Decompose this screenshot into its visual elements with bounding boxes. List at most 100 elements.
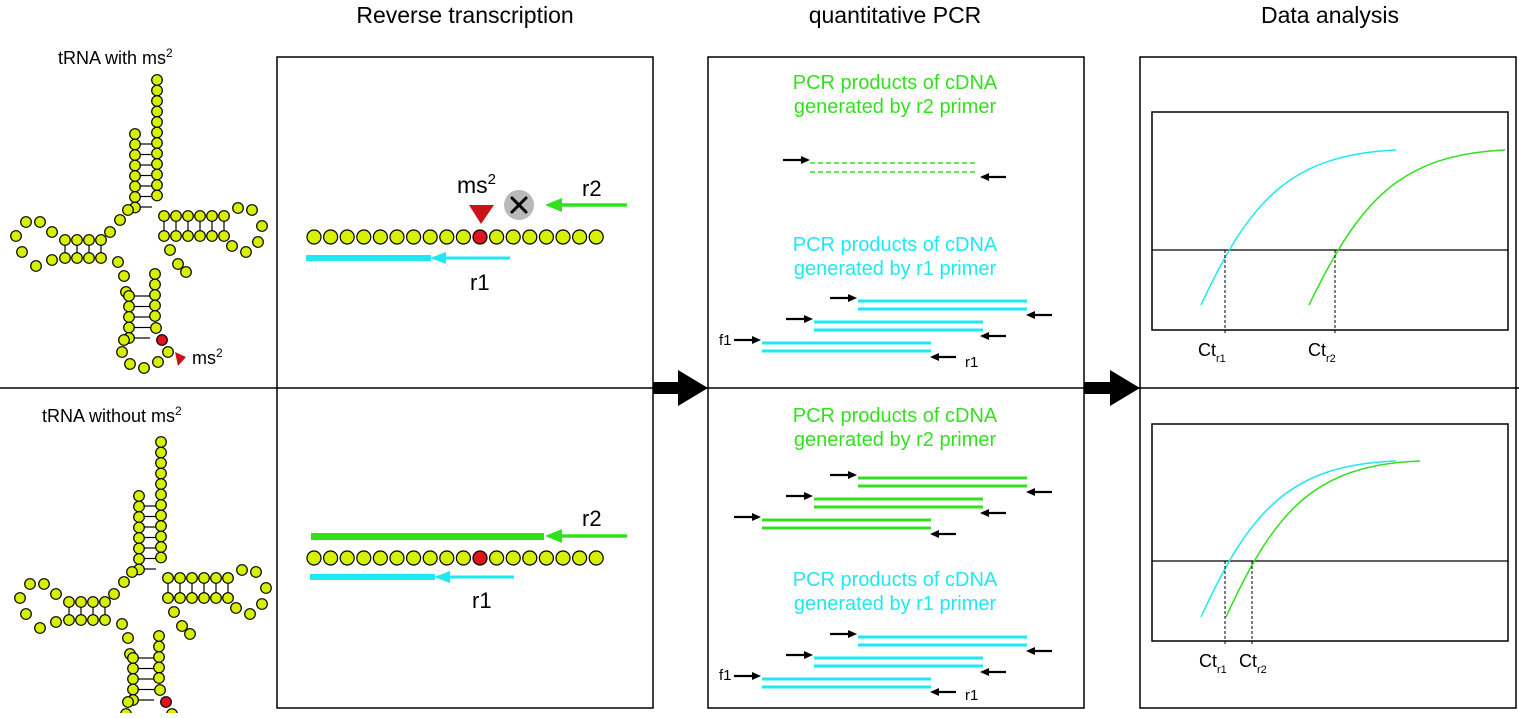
r2-products-truncated (810, 162, 978, 173)
nucleotide-bead (168, 606, 180, 618)
primer-arrowhead-icon (752, 336, 761, 344)
nucleotide-bead (10, 230, 22, 242)
nucleotide-bead (153, 630, 165, 642)
trna-modification-label: ms2 (192, 346, 223, 368)
trna-with-label: tRNA with ms2 (58, 46, 173, 68)
nucleotide-bead (232, 202, 244, 214)
nucleotide-bead (306, 550, 322, 566)
nucleotide-bead (155, 436, 167, 448)
nucleotide-bead (38, 578, 50, 590)
nucleotide-bead (129, 128, 141, 140)
nucleotide-bead (124, 358, 136, 370)
trna-with-ms2 (10, 74, 268, 374)
flow-arrow-icon (1084, 370, 1140, 406)
nucleotide-bead (155, 541, 167, 553)
nucleotide-bead (158, 210, 170, 222)
nucleotide-bead (155, 446, 167, 459)
nucleotide-bead (356, 229, 372, 245)
r2-products-bottom (762, 476, 1027, 530)
nucleotide-bead (155, 499, 167, 511)
nucleotide-bead (149, 310, 161, 322)
nucleotide-bead (339, 550, 355, 566)
nucleotide-bead (151, 189, 163, 202)
nucleotide-bead (198, 592, 210, 604)
nucleotide-bead (455, 229, 471, 245)
nucleotide-bead (588, 550, 604, 566)
nucleotide-bead (129, 138, 141, 151)
nucleotide-bead (571, 550, 588, 566)
nucleotide-bead (155, 530, 167, 543)
modified-nucleotide (472, 229, 488, 245)
nucleotide-bead (95, 234, 107, 246)
nucleotide-bead (153, 640, 165, 653)
nucleotide-bead (162, 346, 174, 358)
nucleotide-bead (210, 592, 222, 604)
nucleotide-bead (250, 566, 262, 578)
nucleotide-bead (154, 684, 166, 696)
primer-arrowhead-icon (752, 513, 761, 521)
primer-arrowhead-icon (980, 668, 989, 676)
nucleotide-bead (406, 229, 422, 245)
nucleotide-bead (240, 246, 252, 258)
nucleotide-bead (151, 116, 163, 128)
nucleotide-bead (20, 608, 32, 620)
r1-arrowhead-icon (430, 252, 446, 264)
r2-amplification-curve-top (1308, 149, 1506, 306)
primer-arrowhead-icon (752, 672, 761, 680)
nucleotide-bead (176, 620, 188, 632)
ct-r1-label-top: Ctr1 (1198, 340, 1226, 365)
nucleotide-bead (372, 229, 388, 245)
nucleotide-bead (186, 572, 198, 584)
nucleotide-bead (129, 180, 141, 193)
nucleotide-bead (439, 550, 455, 566)
nucleotide-bead (422, 550, 438, 566)
nucleotide-bead (389, 229, 405, 245)
nucleotide-bead (127, 683, 139, 696)
nucleotide-bead (323, 229, 339, 245)
nucleotide-bead (489, 550, 505, 566)
nucleotide-bead (114, 214, 126, 226)
nucleotide-bead (129, 191, 141, 203)
nucleotide-bead (155, 488, 167, 501)
nucleotide-bead (260, 582, 272, 594)
nucleotide-bead (151, 179, 163, 191)
r1-amplification-curve-bottom (1200, 460, 1397, 618)
nucleotide-bead (389, 550, 405, 566)
nucleotide-bead (339, 229, 355, 245)
trna-without-ms2 (14, 436, 272, 718)
nucleotide-bead (256, 598, 268, 610)
nucleotide-bead (170, 230, 182, 242)
primer-arrowhead-icon (1026, 488, 1035, 496)
nucleotide-bead (151, 74, 163, 86)
nucleotide-bead (155, 520, 167, 532)
nucleotide-bead (538, 229, 555, 245)
nucleotide-bead (123, 311, 135, 323)
primer-arrowhead-icon (980, 173, 989, 181)
nucleotide-bead (406, 550, 422, 566)
primer-arrowhead-icon (848, 294, 857, 302)
nucleotide-bead (166, 708, 178, 718)
nucleotide-bead (230, 602, 242, 614)
primer-arrowhead-icon (804, 492, 813, 500)
nucleotide-bead (164, 244, 176, 256)
nucleotide-bead (184, 628, 196, 640)
nucleotide-bead (372, 550, 388, 566)
primer-arrowhead-icon (848, 471, 857, 479)
primer-arrowhead-icon (804, 315, 813, 323)
nucleotide-bead (63, 614, 75, 626)
r2-amplification-curve-bottom (1225, 460, 1421, 618)
nucleotide-bead (152, 356, 164, 368)
nucleotide-bead (118, 334, 130, 346)
nucleotide-bead (522, 229, 538, 245)
nucleotide-bead (129, 170, 141, 182)
nucleotide-bead (20, 216, 32, 228)
nucleotide-bead (323, 550, 339, 566)
nucleotide-bead (75, 614, 87, 626)
rt-r2-label: r2 (582, 176, 602, 201)
qpcr-r1-label-top: r1 (965, 354, 978, 371)
nucleotide-bead (206, 210, 218, 222)
primer-arrowhead-icon (980, 332, 989, 340)
